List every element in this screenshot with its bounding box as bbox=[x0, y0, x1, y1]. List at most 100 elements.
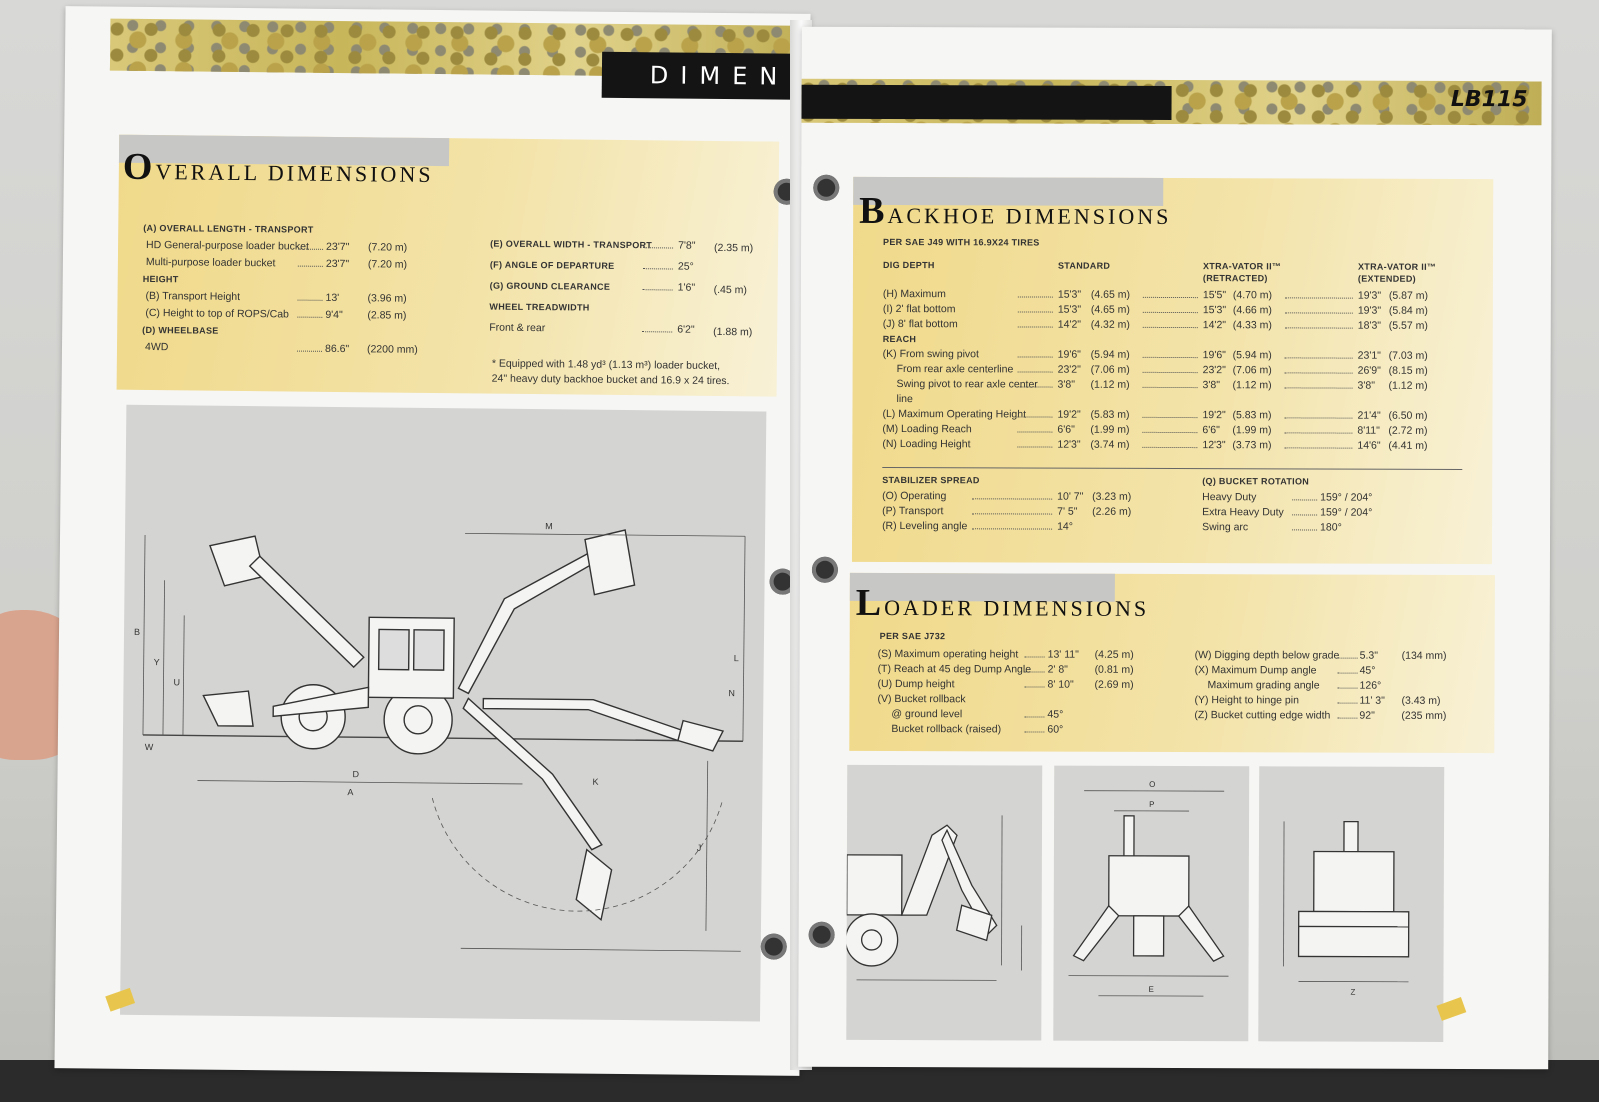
binder-hole bbox=[808, 921, 835, 948]
dot-leader bbox=[1337, 708, 1358, 719]
dot-leader bbox=[1284, 438, 1353, 449]
front-view-drawing: Z bbox=[1258, 766, 1445, 1042]
overall-dimensions-panel: OVERALL DIMENSIONS * Equipped with 1.48 … bbox=[116, 134, 780, 397]
overall-heading: OVERALL DIMENSIONS bbox=[123, 145, 434, 192]
standard-value: 3'8" bbox=[1057, 378, 1076, 391]
loader-spec-name: (T) Reach at 45 deg Dump Angle bbox=[877, 662, 1032, 676]
row-label: REACH bbox=[882, 333, 917, 345]
spec-label: (G) GROUND CLEARANCE bbox=[489, 280, 611, 292]
standard-value: 12'3" bbox=[1057, 438, 1081, 451]
loader-spec-value: 8' 10" bbox=[1047, 678, 1074, 691]
loader-spec-name: (Y) Height to hinge pin bbox=[1194, 694, 1299, 707]
row-name: From rear axle centerline bbox=[896, 363, 1014, 376]
dot-leader bbox=[1284, 363, 1353, 374]
dot-leader bbox=[297, 256, 323, 267]
dot-leader bbox=[972, 489, 1053, 500]
loader-spec-metric: (3.43 m) bbox=[1401, 694, 1441, 707]
standard-value: 23'2" bbox=[1057, 363, 1081, 376]
dot-leader bbox=[1142, 347, 1198, 359]
loader-spec-metric: (4.25 m) bbox=[1094, 648, 1134, 661]
dim-label-d: D bbox=[353, 769, 360, 779]
loader-spec-name: (U) Dump height bbox=[877, 677, 955, 691]
retracted-value: 6'6" bbox=[1202, 424, 1220, 437]
extended-metric: (6.50 m) bbox=[1388, 409, 1428, 422]
spec-value: 13' bbox=[325, 291, 340, 305]
standard-value: 6'6" bbox=[1057, 423, 1075, 436]
dimensions-title-band: DIMENSIONS bbox=[601, 51, 924, 100]
rear-view-drawing: O P E bbox=[1053, 765, 1250, 1042]
loader-spec-metric: (235 mm) bbox=[1401, 709, 1447, 722]
dot-leader bbox=[1292, 520, 1318, 531]
spec-value: 23'7" bbox=[326, 240, 350, 254]
dot-leader bbox=[1017, 317, 1053, 328]
dim-label-p: P bbox=[1149, 800, 1154, 809]
rotation-name: Heavy Duty bbox=[1202, 491, 1257, 504]
spec-metric: (2200 mm) bbox=[366, 343, 418, 356]
standard-value: 15'3" bbox=[1057, 288, 1082, 301]
footnote-line-2: 24" heavy duty backhoe bucket and 16.9 x… bbox=[491, 372, 730, 388]
loader-spec-name: Bucket rollback (raised) bbox=[891, 723, 1002, 736]
dot-leader bbox=[1284, 408, 1353, 419]
loader-spec-name: Maximum grading angle bbox=[1207, 679, 1320, 692]
stabilizer-value: 14° bbox=[1057, 520, 1073, 533]
binder-hole bbox=[813, 174, 840, 201]
overall-dimensions-drawing: B Y U D A K M N J W L bbox=[120, 404, 767, 1022]
column-header: STANDARD bbox=[1057, 260, 1111, 271]
dot-leader bbox=[1337, 678, 1358, 689]
loader-spec-value: 5.3" bbox=[1359, 649, 1378, 662]
retracted-value: 15'3" bbox=[1202, 304, 1227, 317]
dot-leader bbox=[643, 238, 674, 249]
retracted-metric: (4.66 m) bbox=[1232, 304, 1272, 317]
spec-metric: (7.20 m) bbox=[367, 258, 408, 271]
dot-leader bbox=[1284, 303, 1353, 314]
extended-value: 23'1" bbox=[1357, 349, 1381, 362]
spec-metric: (2.85 m) bbox=[367, 309, 407, 322]
retracted-metric: (4.33 m) bbox=[1232, 319, 1272, 332]
retracted-metric: (1.12 m) bbox=[1232, 379, 1272, 392]
dot-leader bbox=[1284, 423, 1353, 434]
dot-leader bbox=[297, 290, 323, 301]
heading-rest: ACKHOE DIMENSIONS bbox=[887, 202, 1172, 229]
retracted-metric: (5.94 m) bbox=[1232, 349, 1272, 362]
stabilizer-name: (P) Transport bbox=[882, 504, 944, 518]
column-header: XTRA-VATOR II™ (RETRACTED) bbox=[1202, 261, 1282, 284]
loader-spec-metric: (134 mm) bbox=[1401, 649, 1447, 662]
spec-metric: (.45 m) bbox=[713, 283, 747, 297]
loader-spec-value: 11' 3" bbox=[1359, 694, 1385, 707]
extended-value: 26'9" bbox=[1357, 364, 1381, 377]
spec-value: 9'4" bbox=[325, 308, 343, 322]
extended-metric: (2.72 m) bbox=[1388, 424, 1428, 437]
spec-metric: (7.20 m) bbox=[368, 241, 408, 254]
standard-value: 15'3" bbox=[1057, 303, 1082, 316]
loader-spec-name: (Z) Bucket cutting edge width bbox=[1194, 709, 1331, 722]
row-name: (I) 2' flat bottom bbox=[882, 302, 956, 316]
extended-value: 21'4" bbox=[1357, 409, 1381, 422]
spec-name: Multi-purpose loader bucket bbox=[145, 255, 276, 270]
retracted-metric: (5.83 m) bbox=[1232, 409, 1272, 422]
rotation-label: (Q) BUCKET ROTATION bbox=[1202, 476, 1310, 487]
spec-value: 7'8" bbox=[678, 239, 696, 252]
dot-leader bbox=[1337, 693, 1358, 704]
loader-spec-value: 2' 8" bbox=[1047, 663, 1068, 676]
dot-leader bbox=[1024, 707, 1045, 718]
dim-label-n: N bbox=[728, 688, 735, 698]
dot-leader bbox=[972, 504, 1053, 515]
retracted-value: 15'5" bbox=[1202, 289, 1227, 302]
spec-label: HEIGHT bbox=[142, 273, 179, 285]
extended-metric: (8.15 m) bbox=[1388, 364, 1428, 377]
backhoe-dimensions-panel: BACKHOE DIMENSIONS PER SAE J49 WITH 16.9… bbox=[851, 176, 1494, 565]
dim-label-y: Y bbox=[154, 657, 160, 667]
dim-label-a: A bbox=[347, 787, 353, 797]
loader-spec-name: (X) Maximum Dump angle bbox=[1194, 664, 1317, 677]
heading-cap: O bbox=[122, 145, 156, 189]
standard-metric: (1.12 m) bbox=[1090, 378, 1130, 391]
dot-leader bbox=[1017, 407, 1053, 418]
extended-value: 3'8" bbox=[1357, 379, 1376, 392]
spec-value: 23'7" bbox=[325, 257, 350, 271]
dot-leader bbox=[642, 280, 673, 291]
stabilizer-name: (R) Leveling angle bbox=[882, 519, 968, 533]
dot-leader bbox=[1017, 347, 1053, 358]
retracted-value: 23'2" bbox=[1202, 364, 1226, 377]
column-header: XTRA-VATOR II™ (EXTENDED) bbox=[1357, 261, 1437, 284]
retracted-metric: (7.06 m) bbox=[1232, 364, 1272, 377]
